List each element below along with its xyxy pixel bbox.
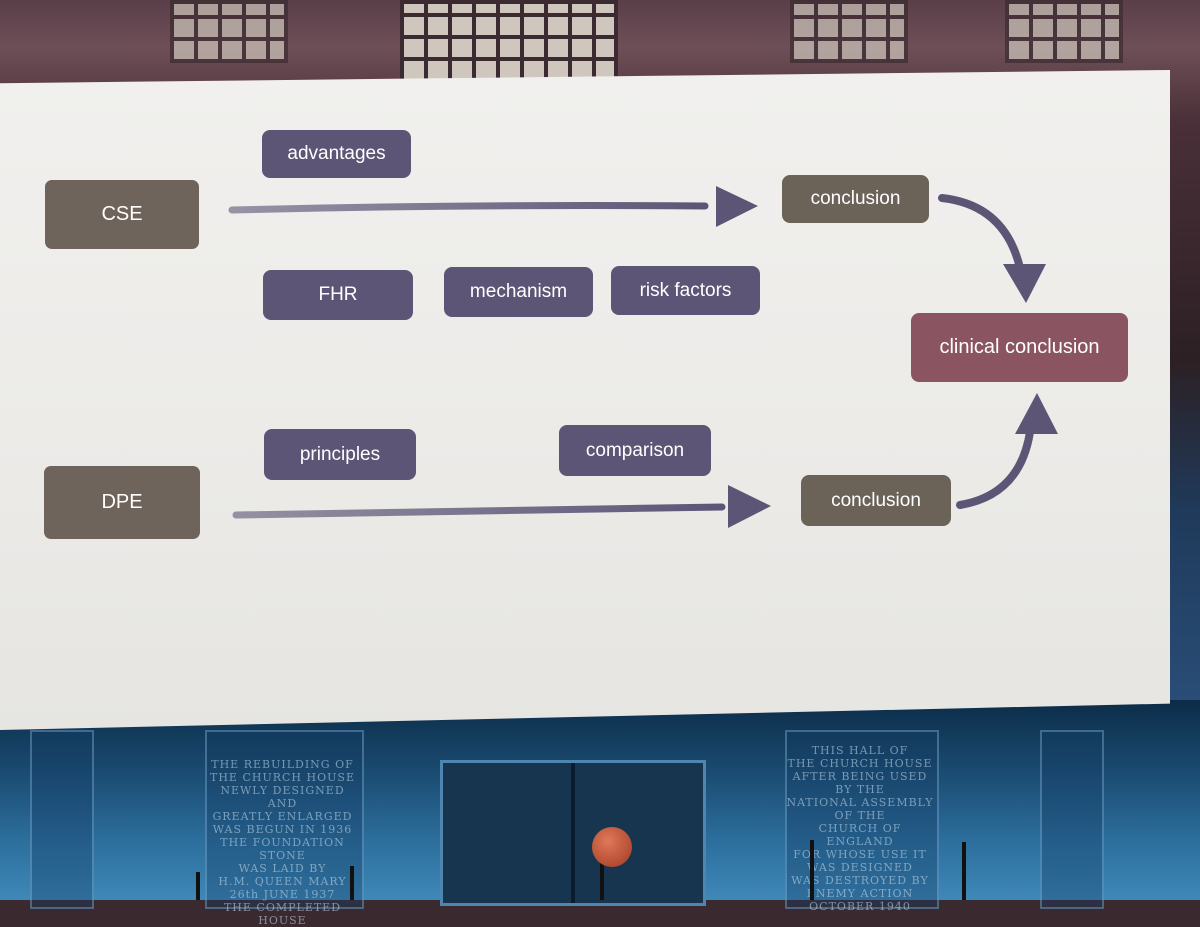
principles-label: principles (264, 429, 416, 480)
arrow-top-conclusion-to-clinical (942, 198, 1046, 303)
mechanism-label: mechanism (444, 267, 593, 317)
conclusion-top-node: conclusion (782, 175, 929, 223)
arrow-bottom-conclusion-to-clinical (960, 393, 1058, 505)
dpe-node: DPE (44, 466, 200, 539)
risk-factors-label: risk factors (611, 266, 760, 315)
conclusion-bottom-node: conclusion (801, 475, 951, 526)
advantages-label: advantages (262, 130, 411, 178)
cse-node: CSE (45, 180, 199, 249)
arrow-dpe-to-conclusion (236, 485, 771, 528)
arrow-cse-to-conclusion (232, 186, 758, 227)
comparison-label: comparison (559, 425, 711, 476)
fhr-label: FHR (263, 270, 413, 320)
clinical-conclusion-node: clinical conclusion (911, 313, 1128, 382)
